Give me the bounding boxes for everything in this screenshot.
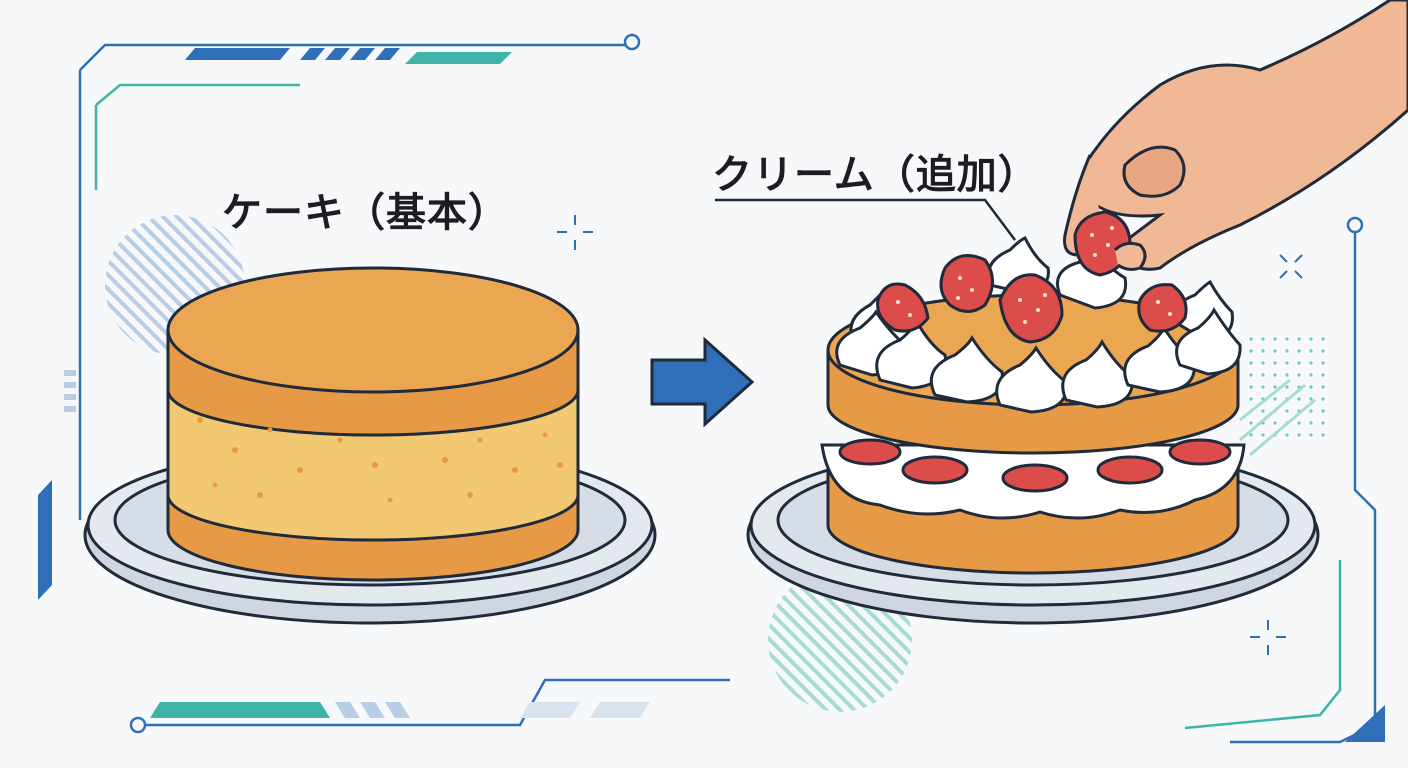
- strawberry-icon: [876, 254, 1188, 344]
- sparkle-decoration: [557, 215, 1303, 655]
- frame-decoration-bottom: [129, 568, 912, 734]
- decorated-cake-illustration: [746, 236, 1320, 625]
- left-cake-crumbs: [197, 412, 563, 503]
- hand-icon: [1063, 0, 1408, 277]
- frame-decoration-right: [1184, 216, 1385, 744]
- cream-label-leader-line: [715, 198, 1016, 241]
- strawberry-seeds: [896, 276, 1172, 324]
- left-cake-top: [166, 266, 580, 394]
- base-cake-label: ケーキ（基本）: [222, 190, 509, 236]
- base-cake-illustration: [83, 266, 657, 625]
- right-arrow-icon: [650, 336, 755, 428]
- cream-added-label: クリーム（追加）: [712, 152, 1039, 198]
- filling-strawberries: [838, 438, 1232, 493]
